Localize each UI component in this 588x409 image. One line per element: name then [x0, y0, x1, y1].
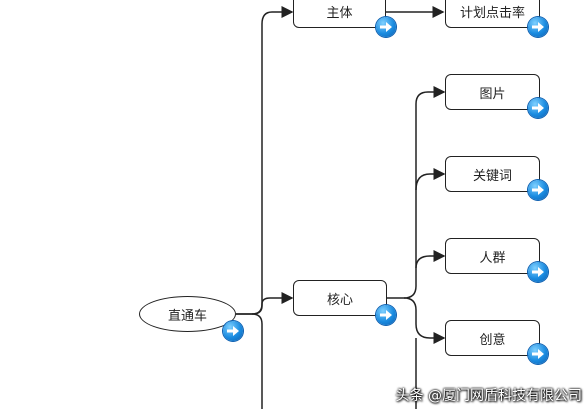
- edge-root-down: [251, 313, 263, 409]
- arrow-right-circle-icon[interactable]: [528, 17, 548, 37]
- node-subject-label: 主体: [326, 5, 353, 21]
- arrow-right-circle-icon[interactable]: [528, 262, 548, 282]
- arrow-right-circle-icon[interactable]: [528, 98, 548, 118]
- edge-root-core: [236, 292, 294, 315]
- node-crowd[interactable]: 人群: [445, 238, 540, 274]
- arrow-right-circle-icon[interactable]: [528, 180, 548, 200]
- node-creative-label: 创意: [479, 332, 506, 348]
- arrow-right-circle-icon[interactable]: [528, 344, 548, 364]
- node-core-label: 核心: [326, 292, 353, 308]
- node-image-label: 图片: [479, 86, 506, 102]
- edge-core-image: [387, 86, 446, 299]
- arrow-right-circle-icon[interactable]: [376, 305, 396, 325]
- node-plan-ctr-label: 计划点击率: [459, 5, 525, 21]
- node-subject[interactable]: 主体: [293, 0, 386, 28]
- node-plan-ctr[interactable]: 计划点击率: [445, 0, 540, 28]
- arrow-right-circle-icon[interactable]: [376, 17, 396, 37]
- node-core[interactable]: 核心: [293, 280, 387, 316]
- node-image[interactable]: 图片: [445, 74, 540, 110]
- edge-root-subject: [236, 6, 294, 315]
- edge-core-crowd: [415, 250, 446, 269]
- node-crowd-label: 人群: [479, 250, 506, 266]
- node-keyword[interactable]: 关键词: [445, 156, 540, 192]
- watermark: 头条 @厦门网盾科技有限公司: [395, 388, 582, 404]
- node-keyword-label: 关键词: [472, 168, 512, 184]
- arrow-right-circle-icon[interactable]: [223, 321, 243, 341]
- node-creative[interactable]: 创意: [445, 320, 540, 356]
- node-root-label: 直通车: [167, 308, 207, 324]
- node-root[interactable]: 直通车: [139, 296, 236, 332]
- edge-core-creative: [403, 297, 446, 344]
- edge-core-keyword: [415, 168, 446, 191]
